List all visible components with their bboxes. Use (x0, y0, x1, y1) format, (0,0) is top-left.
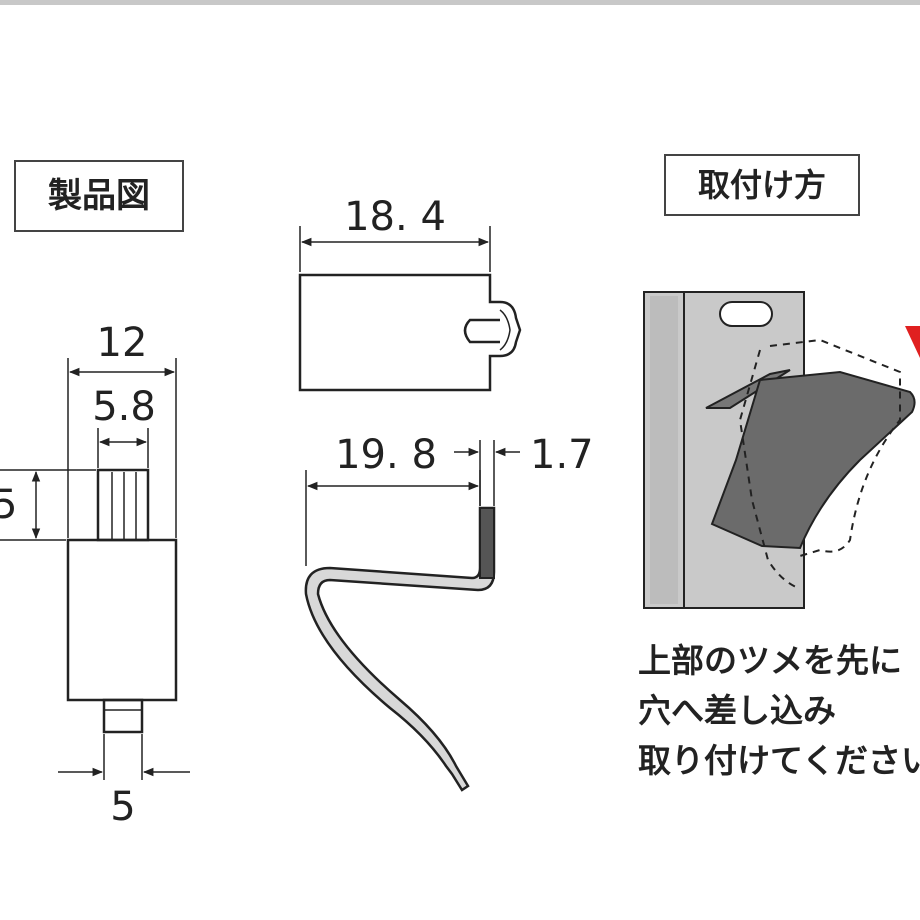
instruction-text: 上部のツメを先に 穴へ差し込み 取り付けてください (638, 636, 920, 786)
dim-length-19-8 (305, 470, 481, 566)
dim-length-18-4 (299, 226, 491, 272)
top-view-slot (463, 318, 500, 344)
dim-height-5 (0, 469, 96, 541)
red-arrow-icon (905, 326, 920, 358)
mounting-method-label: 取付け方 (664, 154, 860, 216)
dim-thickness-1-7 (454, 440, 520, 506)
hook-final-outline (738, 338, 901, 589)
dim-label-12: 12 (97, 320, 148, 366)
dim-label-height-5: 5 (0, 482, 17, 528)
side-view-tab (479, 507, 495, 579)
dim-width-12 (67, 358, 177, 538)
dim-width-5-8 (97, 428, 149, 468)
dim-label-18-4: 18. 4 (344, 194, 446, 240)
side-view-hook (304, 506, 496, 792)
top-view-plate (298, 273, 522, 392)
front-top-peg (96, 468, 150, 542)
shelf-hook (710, 370, 916, 550)
dim-label-19-8: 19. 8 (335, 432, 437, 478)
dim-label-bottom-5: 5 (110, 784, 135, 830)
instruction-line-2: 穴へ差し込み (638, 691, 836, 730)
instruction-line-3: 取り付けてください (638, 741, 920, 780)
front-bottom-peg (102, 698, 144, 734)
dim-bottom-5 (58, 734, 190, 780)
dim-label-5-8: 5.8 (92, 384, 156, 430)
product-diagram-label: 製品図 (14, 160, 184, 232)
top-border (0, 0, 920, 5)
instruction-line-1: 上部のツメを先に (638, 641, 902, 680)
side-view (304, 506, 496, 792)
front-body (66, 538, 178, 702)
mounting-illustration (643, 291, 920, 609)
front-view (66, 468, 178, 734)
rail-slot (719, 301, 773, 327)
top-view (298, 273, 522, 392)
dim-label-1-7: 1.7 (530, 432, 594, 478)
